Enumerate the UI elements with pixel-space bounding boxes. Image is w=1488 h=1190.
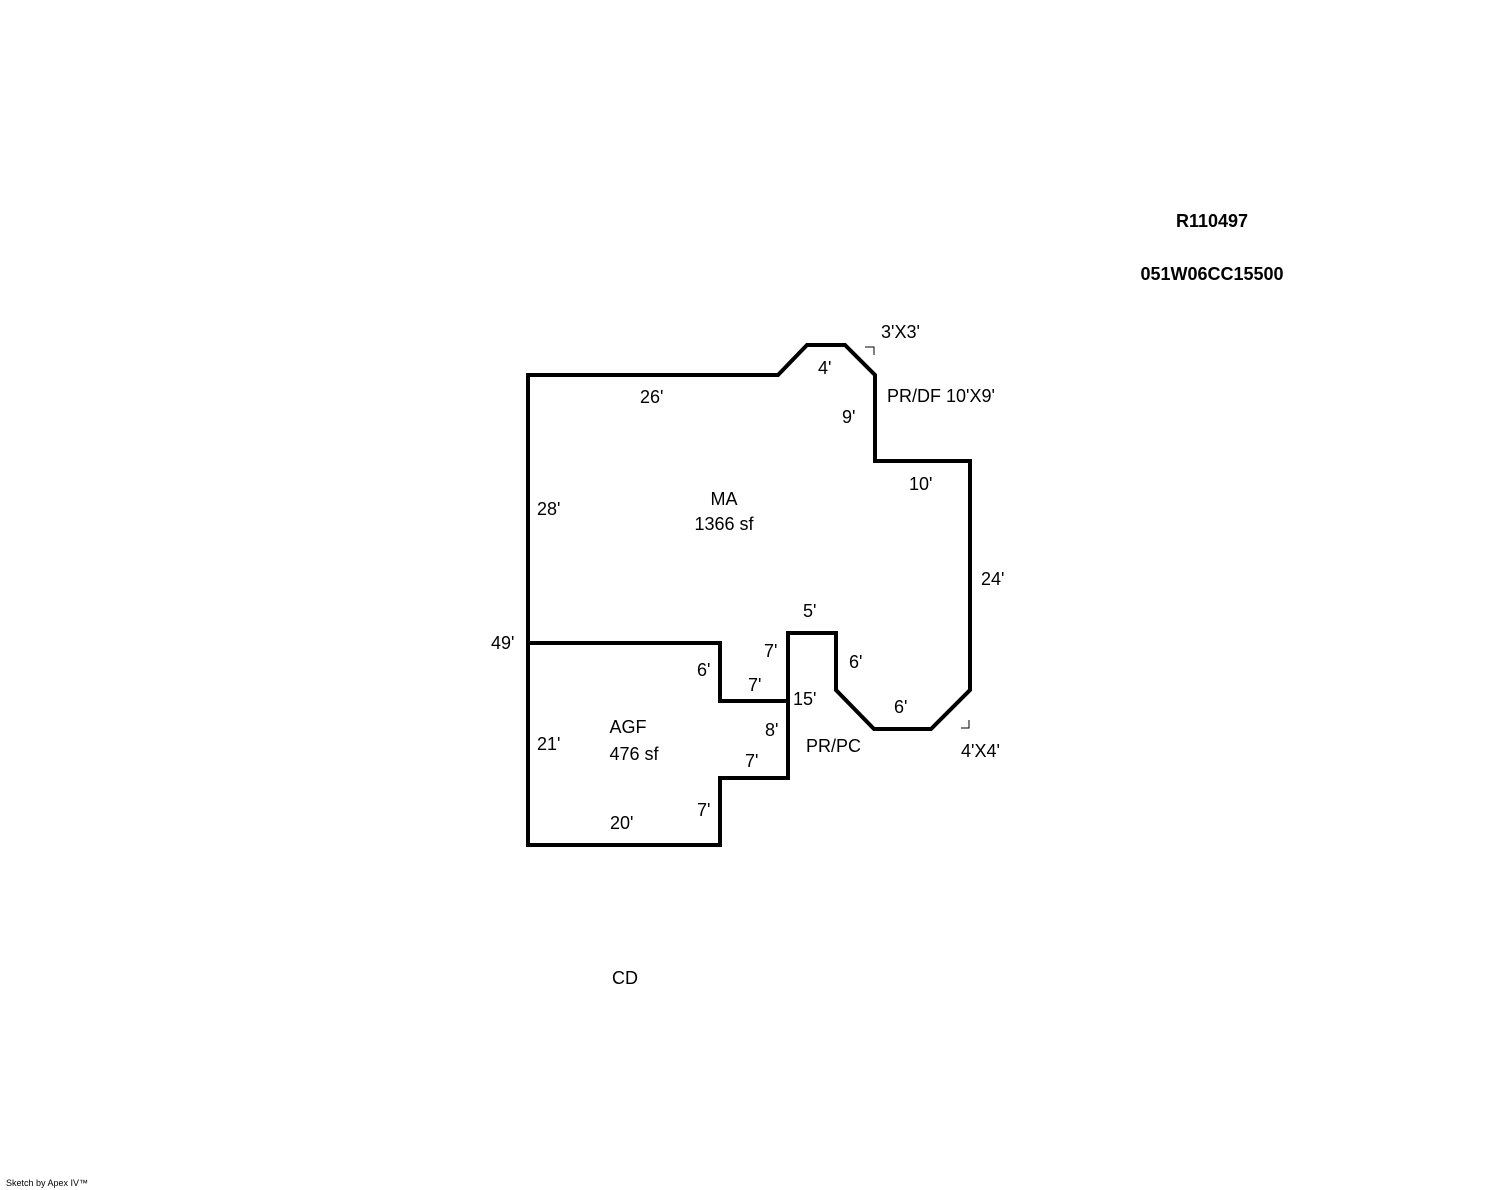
main-area-code: MA — [711, 489, 738, 509]
dim-porch-right: 6' — [849, 652, 862, 672]
garage-divider-wall — [528, 641, 788, 703]
dim-porch-top: 5' — [803, 601, 816, 621]
dim-step: 10' — [909, 474, 932, 494]
deck-corner-label: 3'X3' — [881, 322, 920, 342]
account-number: R110497 — [1176, 211, 1248, 231]
dim-center: 15' — [793, 689, 816, 709]
dim-top: 26' — [640, 387, 663, 407]
garage-sf: 476 sf — [609, 744, 659, 764]
porch-corner-mark — [961, 720, 970, 729]
dim-bottom: 20' — [610, 813, 633, 833]
porch-corner-label: 4'X4' — [961, 741, 1000, 761]
dim-right-upper: 9' — [842, 407, 855, 427]
sketch-credit: Sketch by Apex IV™ — [6, 1178, 88, 1188]
main-area-outline — [526, 343, 972, 847]
dim-right: 24' — [981, 569, 1004, 589]
cd-label: CD — [612, 968, 638, 988]
dim-agf-mid: 7' — [748, 675, 761, 695]
dim-bay-top: 4' — [818, 358, 831, 378]
dim-left-total: 49' — [491, 633, 514, 653]
map-tax-lot: 051W06CC15500 — [1140, 264, 1283, 284]
dim-agf-bottom-step: 7' — [697, 800, 710, 820]
dim-left-lower: 21' — [537, 734, 560, 754]
main-area-sf: 1366 sf — [694, 514, 754, 534]
dim-agf-lower: 7' — [745, 751, 758, 771]
dim-left-upper: 28' — [537, 499, 560, 519]
garage-code: AGF — [609, 717, 646, 737]
porch-label: PR/PC — [806, 736, 861, 756]
deck-label: PR/DF 10'X9' — [887, 386, 995, 406]
dim-agf-lower-vert: 8' — [765, 720, 778, 740]
dim-agf-mid-vert: 7' — [764, 641, 777, 661]
dim-porch-bottom: 6' — [894, 697, 907, 717]
deck-corner-mark — [865, 346, 875, 355]
dim-agf-top-step: 6' — [697, 660, 710, 680]
